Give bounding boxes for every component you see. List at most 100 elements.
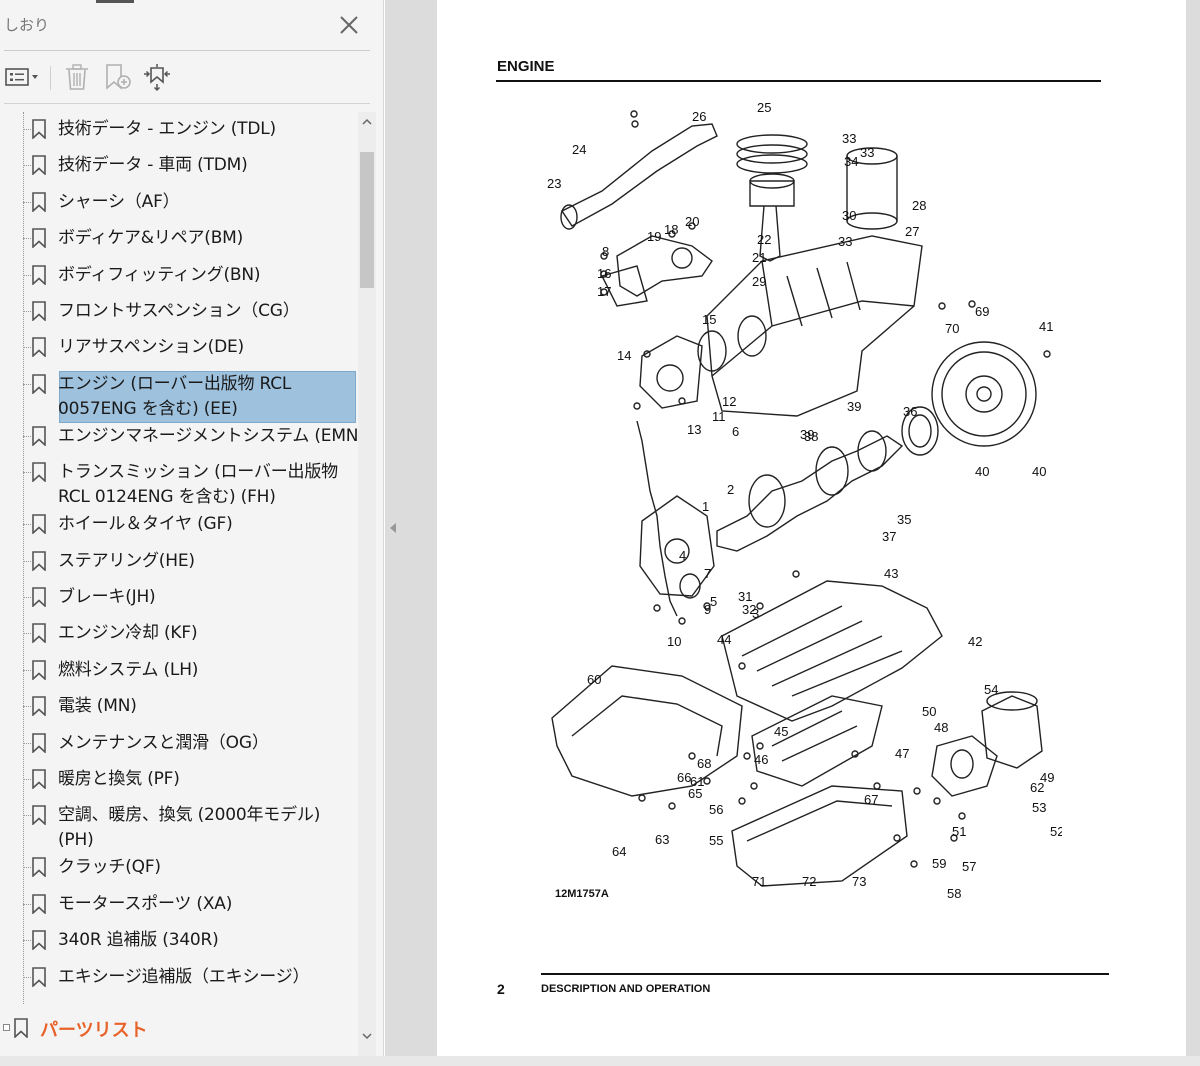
callout-number: 9 bbox=[704, 602, 711, 617]
figure-code: 12M1757A bbox=[555, 888, 609, 900]
callout-number: 33 bbox=[842, 131, 856, 146]
bookmark-label: 燃料システム (LH) bbox=[58, 659, 199, 680]
callout-number: 27 bbox=[905, 224, 919, 239]
callout-number: 11 bbox=[712, 409, 726, 424]
callout-number: 21 bbox=[752, 250, 766, 265]
scroll-up-icon[interactable] bbox=[358, 112, 376, 134]
callout-number: 73 bbox=[852, 874, 866, 889]
toolbar-divider bbox=[50, 66, 51, 90]
oil-pump bbox=[639, 495, 715, 597]
cylinder-block bbox=[706, 235, 923, 417]
callout-number: 68 bbox=[697, 756, 711, 771]
bookmark-icon bbox=[31, 966, 47, 988]
bookmark-item[interactable]: エンジンマネージメントシステム (EMN) bbox=[0, 423, 365, 459]
bookmark-item[interactable]: クラッチ(QF) bbox=[0, 854, 358, 890]
bookmark-label: 340R 追補版 (340R) bbox=[58, 930, 219, 951]
bookmark-icon bbox=[31, 425, 47, 447]
callout-number: 17 bbox=[597, 284, 611, 299]
bookmark-item[interactable]: 空調、暖房、換気 (2000年モデル)(PH) bbox=[0, 802, 358, 854]
expand-bookmark-icon[interactable] bbox=[140, 62, 174, 92]
bookmark-label: ステアリング(HE) bbox=[58, 550, 195, 571]
tree-tick bbox=[23, 201, 31, 203]
tree-tick bbox=[23, 560, 31, 562]
callout-number: 20 bbox=[685, 214, 699, 229]
bookmark-item[interactable]: ホイール＆タイヤ (GF) bbox=[0, 511, 358, 547]
bookmark-item[interactable]: シャーシ（AF） bbox=[0, 189, 358, 225]
panel-splitter[interactable] bbox=[385, 0, 437, 1056]
callout-number: 69 bbox=[975, 304, 989, 319]
bookmark-icon bbox=[31, 337, 47, 359]
bookmark-icon bbox=[31, 373, 47, 395]
expand-toggle-icon[interactable] bbox=[3, 1024, 10, 1031]
callout-number: 51 bbox=[952, 824, 966, 839]
bookmark-icon bbox=[31, 696, 47, 718]
scroll-thumb[interactable] bbox=[360, 152, 374, 288]
bookmark-item[interactable]: フロントサスペンション（CG） bbox=[0, 298, 358, 334]
bookmark-icon bbox=[31, 264, 47, 286]
close-icon[interactable] bbox=[336, 12, 362, 38]
engine-exploded-diagram: 1234567891011121314151617181920212223242… bbox=[547, 100, 1062, 901]
bookmark-icon bbox=[31, 155, 47, 177]
bookmark-icon bbox=[31, 191, 47, 213]
dipstick bbox=[636, 420, 678, 617]
tree-tick bbox=[23, 238, 31, 240]
bookmark-scrollbar[interactable] bbox=[358, 112, 376, 1056]
callout-number: 64 bbox=[612, 844, 626, 859]
bookmark-item[interactable]: 燃料システム (LH) bbox=[0, 657, 358, 693]
bookmark-label-line2: RCL 0124ENG を含む) (FH) bbox=[58, 487, 276, 508]
bookmark-parts-list[interactable]: パーツリスト bbox=[0, 1014, 358, 1044]
callout-number: 35 bbox=[897, 512, 911, 527]
bookmark-icon bbox=[31, 732, 47, 754]
piston-ring bbox=[736, 134, 808, 154]
callout-number: 6 bbox=[732, 424, 739, 439]
delete-bookmark-icon[interactable] bbox=[62, 62, 92, 92]
callout-number: 53 bbox=[1032, 800, 1046, 815]
bookmark-item[interactable]: ブレーキ(JH) bbox=[0, 584, 358, 620]
callout-number: 49 bbox=[1040, 770, 1054, 785]
tree-tick bbox=[23, 742, 31, 744]
scroll-down-icon[interactable] bbox=[358, 1026, 376, 1048]
callout-number: 13 bbox=[687, 422, 701, 437]
bookmark-label: メンテナンスと潤滑（OG） bbox=[58, 732, 269, 753]
bookmark-item[interactable]: エンジン冷却 (KF) bbox=[0, 620, 358, 656]
bookmark-item[interactable]: エキシージ追補版（エキシージ） bbox=[0, 964, 358, 1000]
tree-tick bbox=[23, 524, 31, 526]
callout-number: 19 bbox=[647, 229, 661, 244]
options-menu-icon[interactable] bbox=[4, 62, 44, 92]
callout-number: 23 bbox=[547, 176, 561, 191]
callout-number: 1 bbox=[702, 499, 709, 514]
bookmark-item[interactable]: 技術データ - エンジン (TDL) bbox=[0, 116, 358, 152]
bookmark-item[interactable]: 暖房と換気 (PF) bbox=[0, 766, 358, 802]
bookmark-item[interactable]: ステアリング(HE) bbox=[0, 548, 358, 584]
crankshaft bbox=[716, 435, 904, 552]
callout-number: 54 bbox=[984, 682, 998, 697]
bookmark-item[interactable]: リアサスペンション(DE) bbox=[0, 334, 358, 370]
oil-pan-upper bbox=[551, 665, 743, 797]
bookmark-item[interactable]: 技術データ - 車両 (TDM) bbox=[0, 152, 358, 188]
bookmark-label: エンジンマネージメントシステム (EMN) bbox=[58, 425, 365, 446]
bookmark-item[interactable]: モータースポーツ (XA) bbox=[0, 891, 358, 927]
callout-number: 39 bbox=[800, 427, 814, 442]
callout-number: 12 bbox=[722, 394, 736, 409]
new-bookmark-icon[interactable] bbox=[102, 62, 134, 92]
tree-tick bbox=[23, 274, 31, 276]
collapse-panel-icon[interactable] bbox=[387, 520, 399, 536]
callout-number: 24 bbox=[572, 142, 586, 157]
baffle-plate bbox=[751, 695, 883, 787]
bookmark-item[interactable]: ボディケア&リペア(BM) bbox=[0, 225, 358, 261]
ladder-frame bbox=[721, 580, 943, 722]
bookmark-item[interactable]: メンテナンスと潤滑（OG） bbox=[0, 730, 358, 766]
callout-number: 31 bbox=[738, 589, 752, 604]
bookmark-item[interactable]: ボディフィッティング(BN) bbox=[0, 262, 358, 298]
document-page: ENGINE bbox=[437, 0, 1186, 1056]
callout-number: 33 bbox=[860, 145, 874, 160]
bookmark-label: クラッチ(QF) bbox=[58, 857, 161, 878]
callout-number: 34 bbox=[844, 154, 858, 169]
callout-number: 22 bbox=[757, 232, 771, 247]
bookmark-item[interactable]: 340R 追補版 (340R) bbox=[0, 927, 358, 963]
oil-sump bbox=[731, 785, 908, 887]
callout-number: 48 bbox=[934, 720, 948, 735]
bookmark-item[interactable]: 電装 (MN) bbox=[0, 693, 358, 729]
